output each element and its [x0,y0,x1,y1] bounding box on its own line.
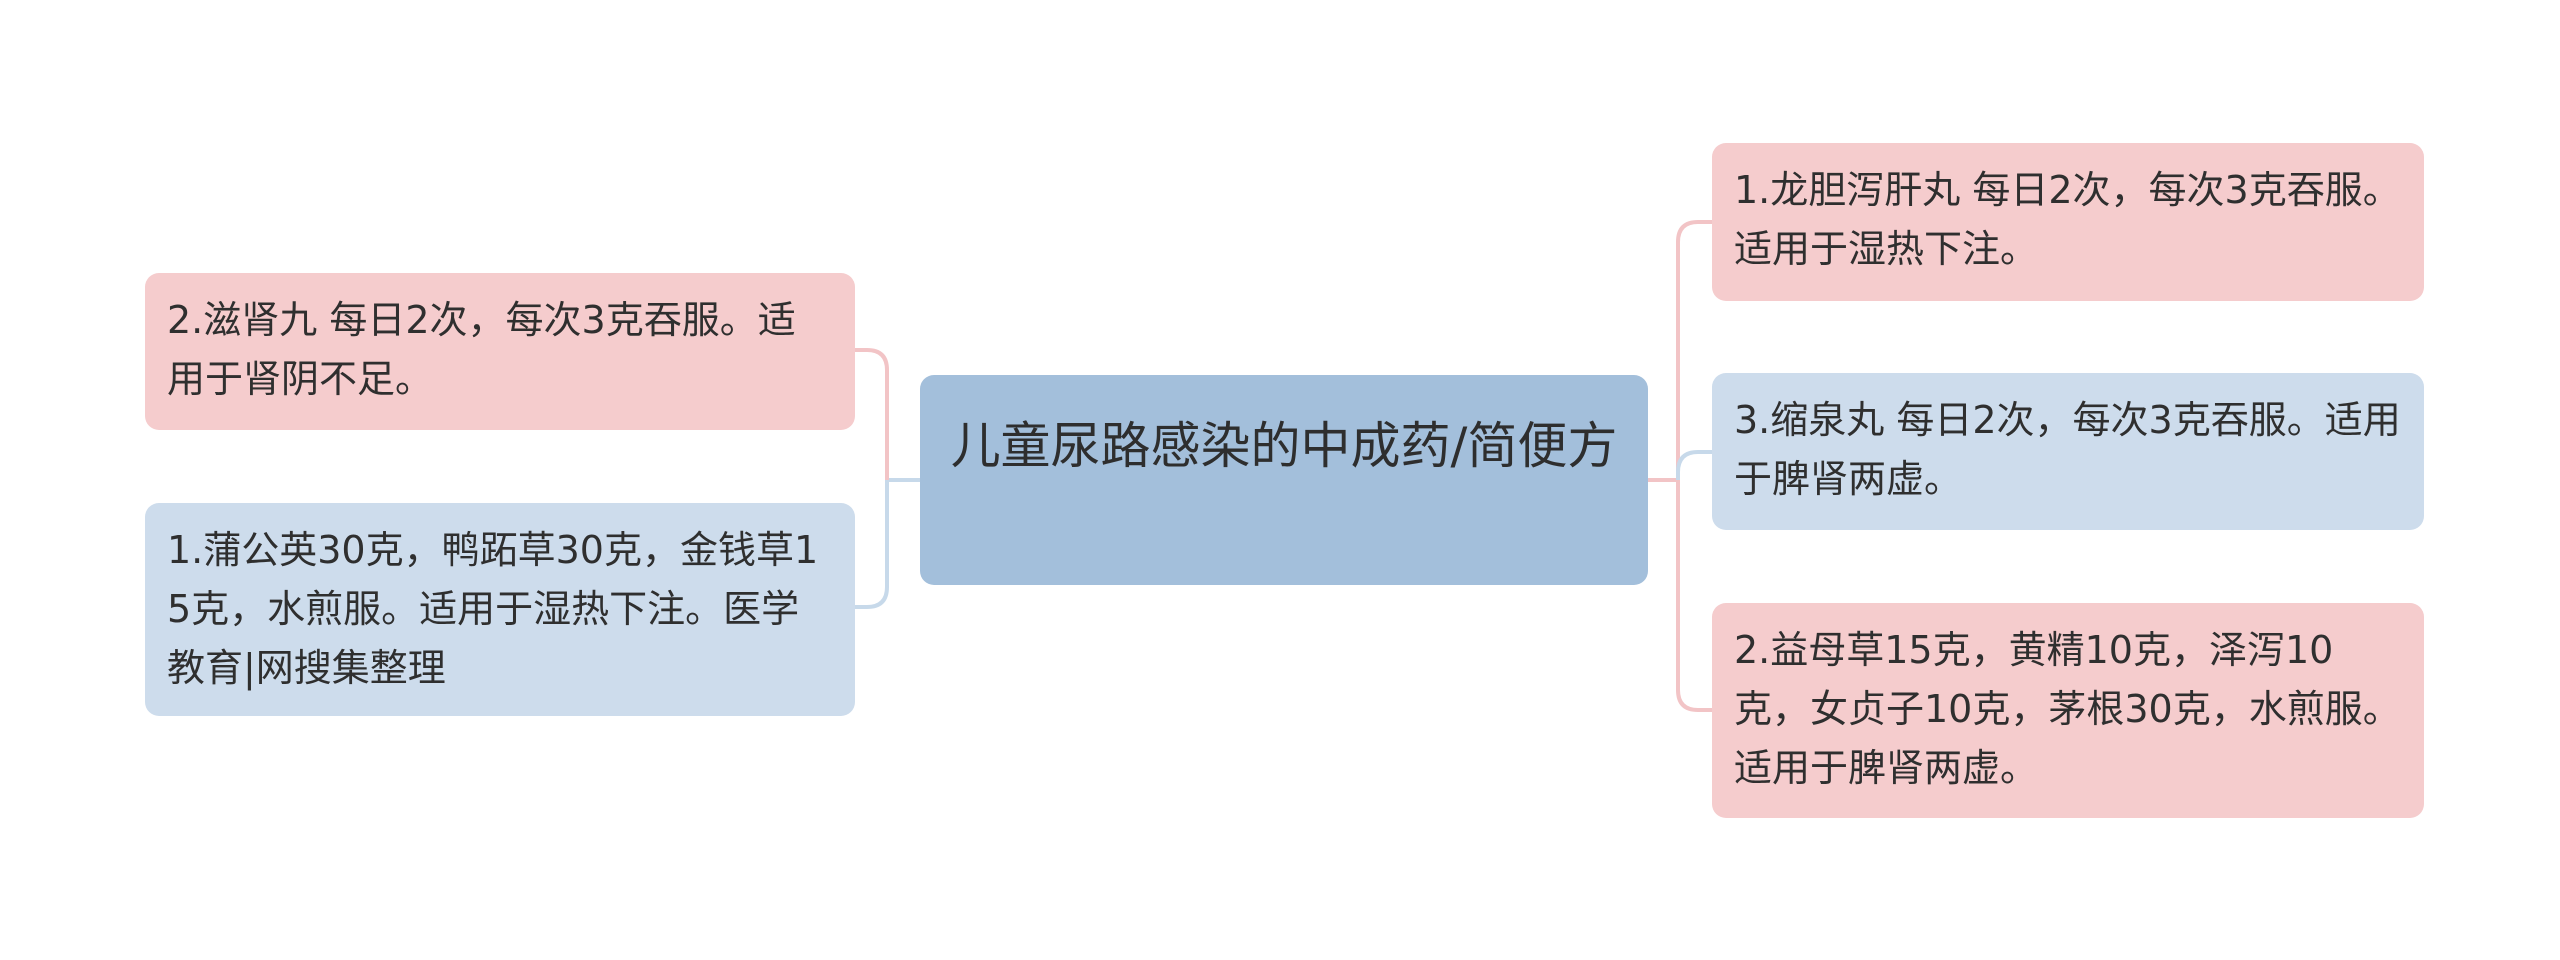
root-topic[interactable]: 儿童尿路感染的中成药/简便方 [920,375,1648,585]
right-node-2[interactable]: 3.缩泉丸 每日2次，每次3克吞服。适用于脾肾两虚。 [1712,373,2424,530]
link-left-1 [855,348,889,480]
link-right-3 [1676,480,1712,712]
left-node-2[interactable]: 1.蒲公英30克，鸭跖草30克，金钱草15克，水煎服。适用于湿热下注。医学教育|… [145,503,855,716]
link-left-2 [855,480,889,609]
right-node-1[interactable]: 1.龙胆泻肝丸 每日2次，每次3克吞服。适用于湿热下注。 [1712,143,2424,301]
link-right-1 [1676,220,1712,480]
right-node-3[interactable]: 2.益母草15克，黄精10克，泽泻10克，女贞子10克，茅根30克，水煎服。适用… [1712,603,2424,818]
link-right-2 [1676,450,1712,480]
left-node-1[interactable]: 2.滋肾九 每日2次，每次3克吞服。适用于肾阴不足。 [145,273,855,430]
